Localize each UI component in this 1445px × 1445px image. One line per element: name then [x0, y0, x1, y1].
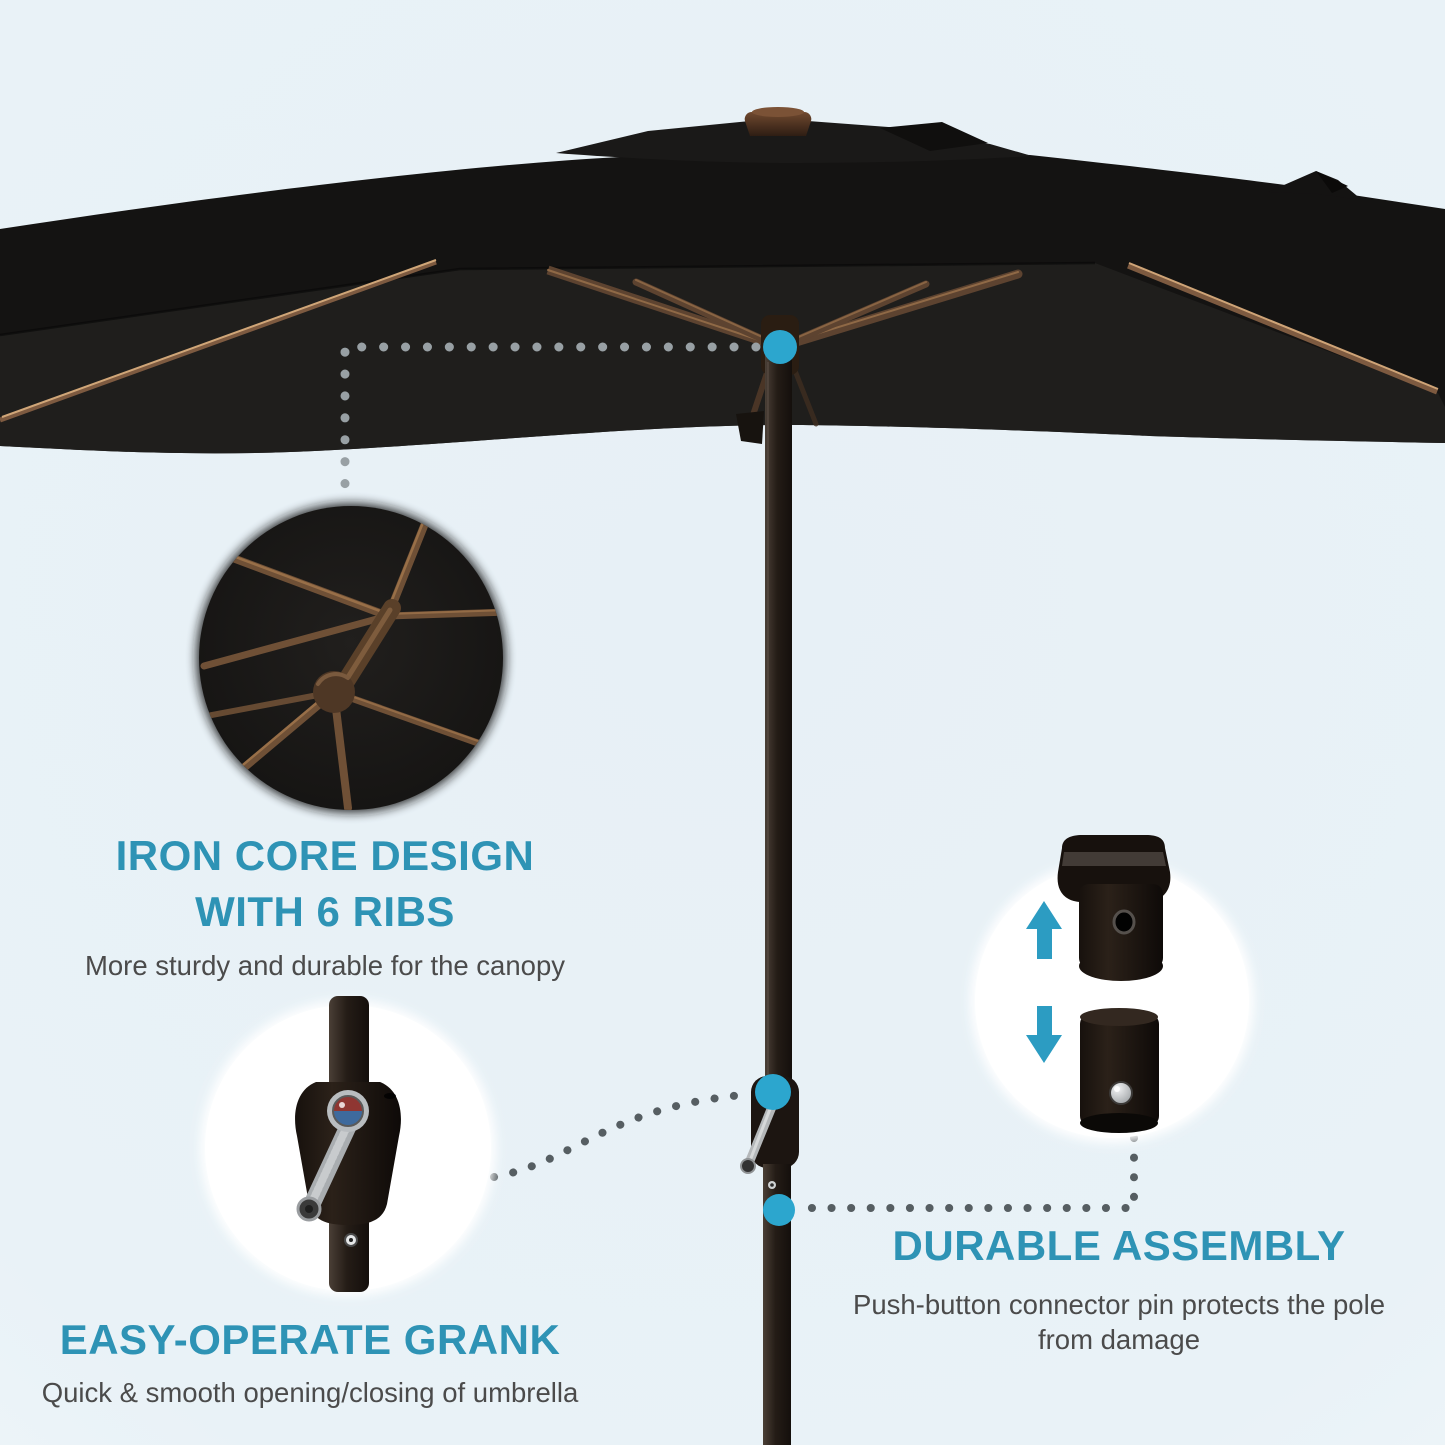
connector-top-piece	[1057, 835, 1171, 981]
joint-callout-dot	[763, 1194, 795, 1226]
umbrella-pole	[740, 350, 799, 1445]
dotted-connector-assembly	[797, 1134, 1138, 1212]
canopy-underside	[0, 263, 1445, 454]
crank-hub-cap	[327, 1090, 369, 1132]
canopy-corner-peak	[1268, 171, 1362, 200]
connector-bottom-piece	[1080, 1008, 1159, 1133]
dotted-connector-crank	[490, 1090, 757, 1181]
canopy-seams	[0, 259, 1439, 423]
callout-iron-core: IRON CORE DESIGN WITH 6 RIBS More sturdy…	[25, 828, 625, 983]
umbrella-canopy	[0, 107, 1445, 454]
hub-callout-dot	[763, 330, 797, 364]
iron-core-title-line2: WITH 6 RIBS	[195, 888, 455, 935]
crank-callout-dot	[755, 1074, 791, 1110]
canopy-corner-flap	[1316, 171, 1348, 193]
rib-hub-detail-circle	[196, 503, 506, 813]
connector-push-button-pin	[1109, 1081, 1133, 1105]
connector-pin-detail-circle	[970, 835, 1254, 1143]
vent-right-flap	[880, 122, 988, 151]
crank-detail-circle	[200, 996, 496, 1296]
iron-core-title: IRON CORE DESIGN WITH 6 RIBS	[25, 828, 625, 940]
arrow-up-icon	[1026, 901, 1062, 959]
crank-description: Quick & smooth opening/closing of umbrel…	[41, 1377, 579, 1408]
canopy-finial	[744, 107, 812, 136]
crank-title: EASY-OPERATE GRANK	[59, 1316, 561, 1363]
connector-hole	[1112, 909, 1136, 935]
hub-detail-center	[313, 599, 401, 713]
assembly-title: DURABLE ASSEMBLY	[892, 1222, 1346, 1269]
arrow-down-icon	[1026, 1006, 1062, 1063]
crank-handle	[296, 1109, 361, 1222]
callout-crank: EASY-OPERATE GRANK Quick & smooth openin…	[10, 1312, 610, 1410]
callout-assembly: DURABLE ASSEMBLY Push-button connector p…	[849, 1218, 1389, 1357]
assembly-description: Push-button connector pin protects the p…	[852, 1289, 1385, 1355]
iron-core-title-line1: IRON CORE DESIGN	[115, 832, 535, 879]
iron-core-description: More sturdy and durable for the canopy	[84, 950, 565, 981]
underside-front-edge	[0, 261, 1096, 337]
canopy-pole-flap	[736, 411, 764, 444]
